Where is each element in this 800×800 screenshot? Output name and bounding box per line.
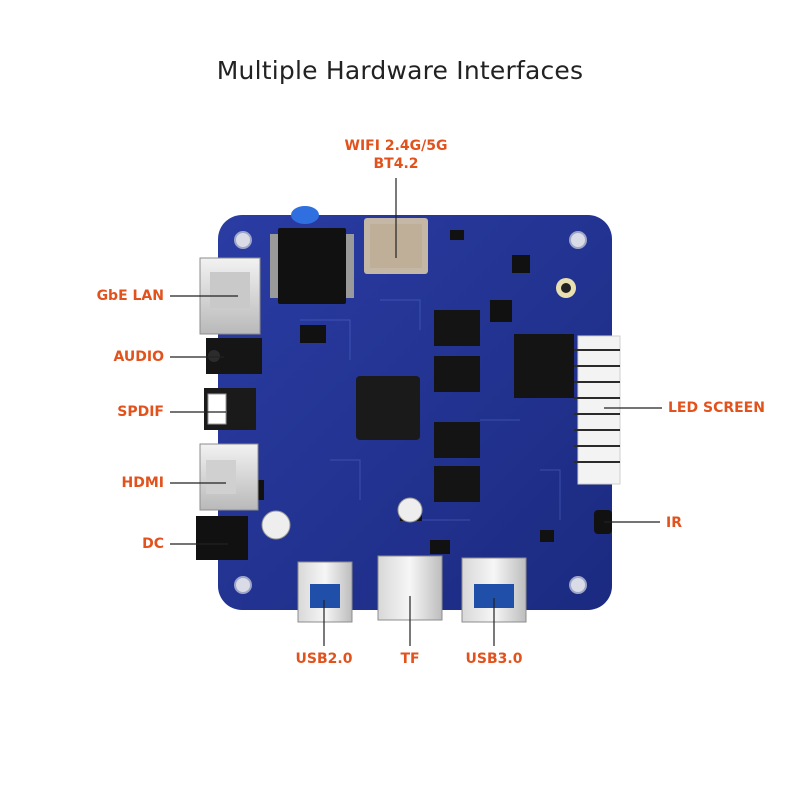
callout-spdif: SPDIF [117, 404, 164, 420]
audio-jack [206, 338, 262, 374]
callout-ir: IR [666, 515, 682, 531]
electrolytic-capacitors [261, 497, 423, 540]
crystal-component [556, 278, 576, 298]
callout-audio: AUDIO [113, 349, 164, 365]
callout-tf: TF [400, 651, 420, 667]
lan-transformer-chip [270, 228, 354, 304]
callout-wifi-line2: BT4.2 [373, 156, 419, 172]
spdif-port [204, 388, 256, 430]
callout-leader-lines [170, 178, 662, 646]
callout-led-screen: LED SCREEN [668, 400, 765, 416]
callout-wifi-line1: WIFI 2.4G/5G [344, 138, 448, 154]
callout-wifi: WIFI 2.4G/5G BT4.2 [336, 137, 456, 173]
ram-chips [434, 310, 480, 502]
led-screen-connector [574, 335, 621, 485]
dc-jack [196, 516, 248, 560]
callout-usb20: USB2.0 [295, 651, 353, 667]
ir-receiver [594, 510, 612, 534]
display-controller-chip [514, 334, 574, 398]
callout-gbe-lan: GbE LAN [96, 288, 164, 304]
capacitor [291, 206, 319, 224]
page-title: Multiple Hardware Interfaces [216, 56, 584, 85]
soc-chip [356, 376, 420, 440]
usb20-port [297, 561, 353, 623]
callout-dc: DC [142, 536, 164, 552]
callout-usb30: USB3.0 [465, 651, 523, 667]
callout-hdmi: HDMI [121, 475, 164, 491]
hdmi-port [199, 443, 259, 511]
